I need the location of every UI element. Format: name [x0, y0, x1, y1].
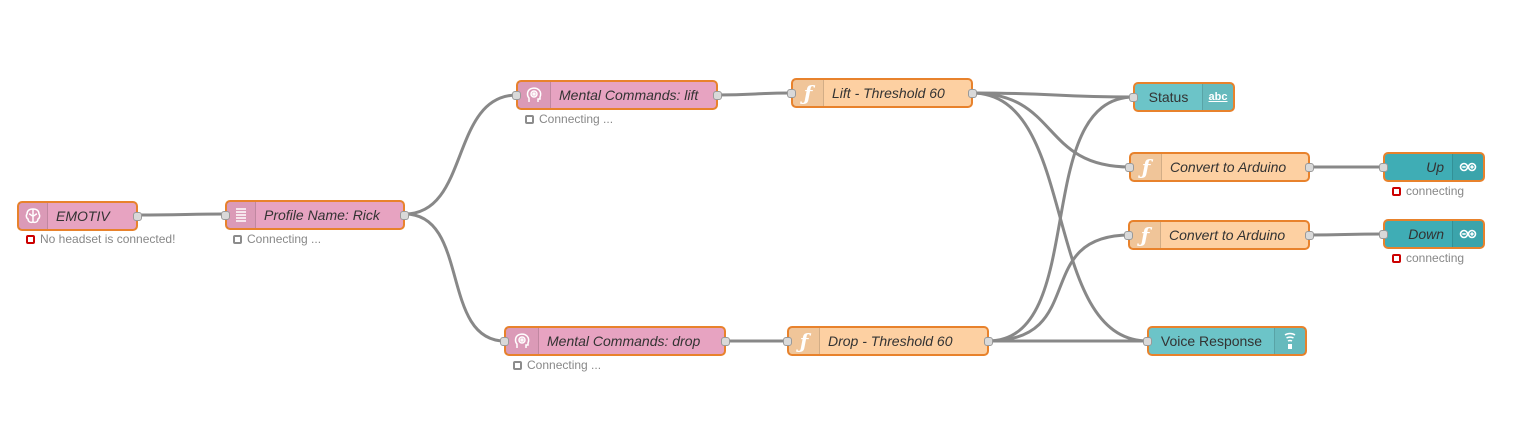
status-error-icon [1392, 253, 1401, 263]
function-icon: ƒ [1130, 222, 1161, 248]
arduino-up-status: connecting [1392, 184, 1464, 198]
emotiv-node-label: EMOTIV [56, 208, 110, 224]
profile-output-port[interactable] [400, 211, 409, 220]
profile-node[interactable]: Profile Name: Rick [221, 200, 409, 230]
abc-icon: abc [1202, 84, 1233, 110]
profile-status: Connecting ... [233, 232, 321, 246]
arduino-down-status-text: connecting [1406, 251, 1465, 265]
status-node-input-port[interactable] [1129, 93, 1138, 102]
head-icon [506, 328, 539, 354]
profile-node-label: Profile Name: Rick [264, 207, 380, 223]
wire-dropfn-convert2 [987, 233, 1131, 343]
convert-to-arduino-label-1: Convert to Arduino [1170, 159, 1287, 175]
drop-threshold-output-port[interactable] [984, 337, 993, 346]
emotiv-output-port[interactable] [133, 212, 142, 221]
abc-icon-text: abc [1208, 91, 1228, 103]
arduino-down-label: Down [1408, 226, 1444, 242]
convert-to-arduino-1-input-port[interactable] [1125, 163, 1134, 172]
status-node-label: Status [1148, 89, 1189, 105]
convert-to-arduino-1-output-port[interactable] [1305, 163, 1314, 172]
status-node[interactable]: Status abc [1129, 82, 1235, 112]
arduino-down-status: connecting [1392, 251, 1464, 265]
wire-liftfn-convert1 [971, 91, 1131, 169]
arduino-down-node[interactable]: Down [1379, 219, 1485, 249]
brain-icon [19, 203, 48, 229]
drop-threshold-label: Drop - Threshold 60 [828, 333, 953, 349]
lift-threshold-label: Lift - Threshold 60 [832, 85, 945, 101]
arduino-up-status-text: connecting [1406, 184, 1465, 198]
mental-commands-lift-input-port[interactable] [512, 91, 521, 100]
wire-profile-lift [404, 93, 518, 216]
status-error-icon [26, 234, 35, 244]
list-icon [227, 202, 256, 228]
status-pending-icon [525, 114, 534, 124]
speaker-icon [1274, 328, 1305, 354]
function-icon: ƒ [793, 80, 824, 106]
wire-liftfn-status [971, 91, 1135, 99]
emotiv-node[interactable]: EMOTIV [17, 201, 142, 231]
convert-to-arduino-label-2: Convert to Arduino [1169, 227, 1286, 243]
emotiv-status: No headset is connected! [26, 232, 175, 246]
drop-threshold-node[interactable]: ƒ Drop - Threshold 60 [783, 326, 993, 356]
wire-emotiv-profile [137, 212, 227, 217]
mental-commands-drop-input-port[interactable] [500, 337, 509, 346]
voice-response-label: Voice Response [1160, 333, 1263, 349]
mental-commands-drop-status-text: Connecting ... [527, 358, 602, 372]
emotiv-status-text: No headset is connected! [40, 232, 176, 246]
wire-profile-drop [404, 212, 506, 343]
lift-threshold-node[interactable]: ƒ Lift - Threshold 60 [787, 78, 977, 108]
arduino-up-label: Up [1426, 159, 1444, 175]
function-icon: ƒ [1131, 154, 1162, 180]
status-pending-icon [233, 234, 242, 244]
arduino-icon [1452, 154, 1483, 180]
lift-threshold-input-port[interactable] [787, 89, 796, 98]
arduino-down-input-port[interactable] [1379, 230, 1388, 239]
voice-response-node[interactable]: Voice Response [1143, 326, 1307, 356]
convert-to-arduino-2-output-port[interactable] [1305, 231, 1314, 240]
status-error-icon [1392, 186, 1401, 196]
mental-commands-drop-node[interactable]: Mental Commands: drop [500, 326, 730, 356]
lift-threshold-output-port[interactable] [968, 89, 977, 98]
function-icon: ƒ [789, 328, 820, 354]
mental-commands-drop-status: Connecting ... [513, 358, 601, 372]
arduino-up-node[interactable]: Up [1379, 152, 1485, 182]
mental-commands-lift-node[interactable]: Mental Commands: lift [512, 80, 722, 110]
wire-dropfn-status [987, 95, 1135, 343]
arduino-icon [1452, 221, 1483, 247]
mental-commands-lift-status: Connecting ... [525, 112, 613, 126]
mental-commands-lift-output-port[interactable] [713, 91, 722, 100]
voice-response-input-port[interactable] [1143, 337, 1152, 346]
mental-commands-drop-output-port[interactable] [721, 337, 730, 346]
convert-to-arduino-node-2[interactable]: ƒ Convert to Arduino [1124, 220, 1314, 250]
wire-lift-liftfn [716, 91, 793, 97]
mental-commands-lift-label: Mental Commands: lift [559, 87, 699, 103]
status-pending-icon [513, 360, 522, 370]
mental-commands-lift-status-text: Connecting ... [539, 112, 614, 126]
profile-status-text: Connecting ... [247, 232, 322, 246]
convert-to-arduino-2-input-port[interactable] [1124, 231, 1133, 240]
profile-input-port[interactable] [221, 211, 230, 220]
arduino-up-input-port[interactable] [1379, 163, 1388, 172]
convert-to-arduino-node-1[interactable]: ƒ Convert to Arduino [1125, 152, 1314, 182]
drop-threshold-input-port[interactable] [783, 337, 792, 346]
mental-commands-drop-label: Mental Commands: drop [547, 333, 701, 349]
head-icon [518, 82, 551, 108]
wire-convert2-down [1308, 232, 1385, 237]
